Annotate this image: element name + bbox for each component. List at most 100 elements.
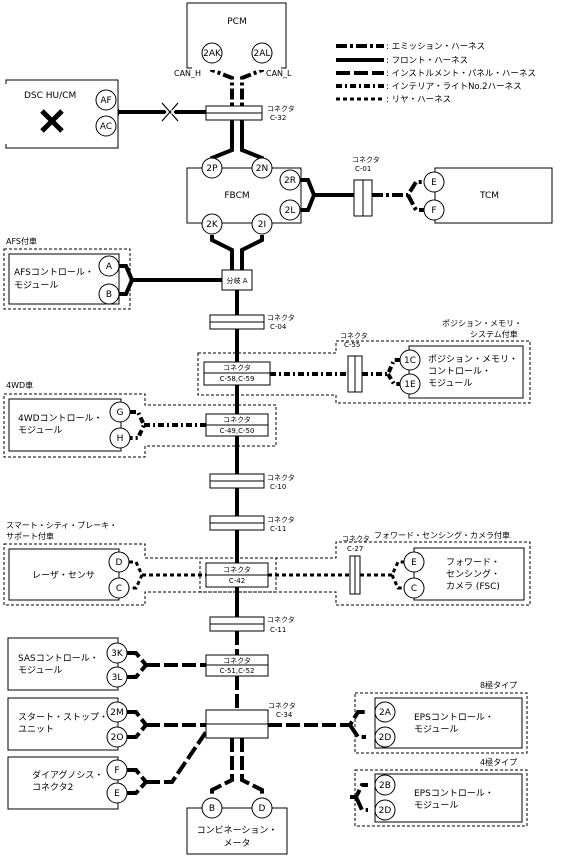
can-h-label: CAN_H [174,69,201,78]
legend-front-label: : フロント・ハーネス [386,56,468,66]
c04-code: C-04 [270,323,287,331]
meter-pin-b [201,797,223,819]
laser-pin-d-label: D [116,558,123,568]
laser-pin-d [108,551,130,573]
pcm-module: PCM 2AK 2AL CAN_H CAN_L [174,2,292,78]
memory-group-label-2: システム付車 [470,329,518,339]
fbcm-pin-2k-label: 2K [206,220,219,230]
camera-name-2: センシング・ [446,568,500,580]
c32-fbcm-wire-b [240,120,264,160]
afs-dashed-frame [3,248,131,310]
camera-pin-e-label: E [411,558,417,568]
c55-code: C-55 [344,341,360,349]
tcm-pin-f-label: F [431,206,436,216]
c55-memory-wire-b [386,372,400,386]
pcm-pin-2al [251,42,273,64]
c27-code: C-27 [347,545,363,553]
eps8-group-label: 8極タイプ [480,680,517,690]
memory-pin-1e-label: 1E [404,380,416,390]
c34-code: C-34 [276,711,293,719]
pcm-pin-2al-label: 2AL [254,49,271,59]
eps4-name-2: モジュール [414,801,458,811]
fbcm-pin-2n [251,157,273,179]
legend-interior-label: : インテリア・ライトNo.2ハーネス [386,82,522,92]
tcm-label: TCM [479,191,499,201]
junction-a-label: 分岐 A [226,276,247,285]
eps4-group: 4極タイプ EPSコントロール・ モジュール 2B 2D [354,757,528,827]
c49-code: C-49,C-50 [220,427,255,435]
fourwd-pin-h [109,427,131,449]
eps4-pin-2d-label: 2D [379,806,392,816]
c11b-word: コネクタ [267,615,295,624]
fourwd-box [8,398,122,452]
fbcm-bunki-wire-b [240,235,264,270]
fbcm-module: FBCM 2P 2N 2R 2L 2K 2I [186,157,302,235]
diag-module: ダイアグノシス・ コネクタ2 F E [7,756,128,810]
fbcm-pin-2r [279,169,301,191]
meter-pin-d-label: D [259,804,266,814]
diag-name-2: コネクタ2 [32,782,73,793]
connector-c11-upper: コネクタ C-11 [209,515,295,533]
c04-word: コネクタ [267,313,295,322]
eps4-pin-2d [374,799,396,821]
connector-c27: コネクタ C-27 [342,534,370,595]
meter-box [186,807,288,855]
memory-group-label-1: ポジション・メモリ・ [442,319,522,328]
cross-mark-icon [40,109,64,133]
sas-pin-3l [106,666,128,688]
c58-code: C-58,C-59 [220,375,255,383]
c58-word: コネクタ [223,363,251,372]
afs-pin-a [98,255,120,277]
memory-name-3: モジュール [428,379,472,389]
camera-name-1: フォワード・ [446,558,500,568]
laser-group-label-2: サポート付車 [6,531,54,541]
diag-pin-e-label: E [114,789,120,799]
eps8-pin-2d-label: 2D [379,733,392,743]
c34-meter-wire-b [240,738,264,800]
sas-name-1: SASコントロール・ [18,654,99,664]
dsc-pin-af [95,89,117,111]
laser-group-label-1: スマート・シティ・ブレーキ・ [6,520,117,530]
afs-name-2: モジュール [14,281,58,291]
afs-group-label: AFS付車 [6,236,37,246]
memory-name-1: ポジション・メモリ・ [428,354,518,365]
diag-name-1: ダイアグノシス・ [32,769,103,781]
c10-word: コネクタ [267,473,295,482]
camera-group: フォワード・センシング・カメラ付車 フォワード・ センシング・ カメラ (FSC… [199,530,531,606]
afs-name-1: AFSコントロール・ [14,268,94,278]
eps4-pin-2b-label: 2B [379,781,391,791]
c42-code: C-42 [229,577,245,585]
startstop-pin-2m [106,701,128,723]
connector-c10: コネクタ C-10 [209,473,295,491]
memory-group: ポジション・メモリ・ システム付車 ポジション・メモリ・ コントロール・ モジュ… [197,319,531,404]
c11b-code: C-11 [270,626,286,634]
camera-box [413,547,525,601]
c01-tcm-wire-a [372,180,424,197]
legend-instrument-label: : インストルメント・パネル・ハーネス [386,69,536,79]
laser-pin-wire [129,560,144,590]
startstop-box [7,697,119,751]
fbcm-pin-2l [279,199,301,221]
memory-box [408,345,524,399]
c01-tcm-wire-b [406,194,424,212]
connector-c04: コネクタ C-04 [209,313,295,331]
fourwd-pin-h-label: H [117,434,124,444]
eps4-pin-2b [374,774,396,796]
memory-pin-1e [399,373,421,395]
afs-pin-a-label: A [106,262,113,272]
camera-pin-c-label: C [411,584,417,594]
startstop-pin-2o [106,726,128,748]
sas-box [7,637,119,691]
c49-word: コネクタ [223,415,251,424]
diag-pin-f [106,759,128,781]
diag-pin-f-label: F [114,766,119,776]
eps8-box [374,697,523,749]
laser-pin-c [108,577,130,599]
c11a-word: コネクタ [267,515,295,524]
afs-pin-b [98,283,120,305]
legend: : エミッション・ハーネス : フロント・ハーネス : インストルメント・パネル… [336,42,536,105]
fourwd-dashed-frame [3,393,277,458]
fbcm-tcm-pin-wire [301,178,317,212]
eps8-pin-2a-label: 2A [379,708,392,718]
